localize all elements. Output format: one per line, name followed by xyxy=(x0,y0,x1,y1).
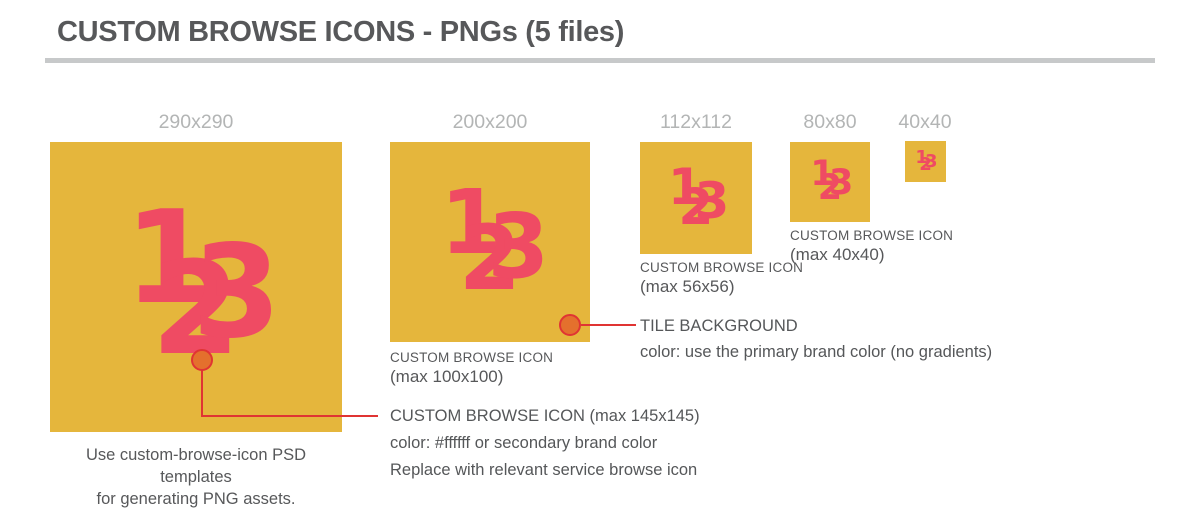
caption-line: CUSTOM BROWSE ICON xyxy=(640,260,804,275)
annotation-line: color: #ffffff or secondary brand color xyxy=(390,434,658,452)
icon-callout-marker xyxy=(191,349,213,371)
annotation-tile-background: TILE BACKGROUND color: use the primary b… xyxy=(640,313,992,365)
annotation-line: CUSTOM BROWSE ICON (max 145x145) xyxy=(390,407,700,425)
logo-digit-1: 1 xyxy=(124,183,214,333)
caption-tile-200: CUSTOM BROWSE ICON (max 100x100) xyxy=(390,350,553,386)
logo-digit-2: 2 xyxy=(817,167,843,208)
logo-123-icon: 1 2 3 xyxy=(810,156,853,205)
psd-template-note: Use custom-browse-icon PSD templates for… xyxy=(50,444,342,510)
caption-line: (max 40x40) xyxy=(790,245,885,264)
size-label-200: 200x200 xyxy=(452,111,528,133)
logo-digit-3: 3 xyxy=(192,218,282,368)
tile-290: 1 2 3 xyxy=(50,142,342,432)
logo-123-icon: 1 2 3 xyxy=(440,177,549,302)
logo-digit-3: 3 xyxy=(487,193,550,298)
size-label-40: 40x40 xyxy=(898,111,952,133)
logo-digit-3: 3 xyxy=(828,163,854,204)
logo-digit-3: 3 xyxy=(924,151,938,173)
caption-line: CUSTOM BROWSE ICON xyxy=(790,228,954,243)
logo-123-icon: 1 2 3 xyxy=(124,194,281,373)
caption-line: (max 100x100) xyxy=(390,367,504,386)
background-callout-line xyxy=(581,324,636,326)
footnote-line: Use custom-browse-icon PSD templates xyxy=(85,446,307,486)
caption-line: CUSTOM BROWSE ICON xyxy=(390,350,554,365)
caption-line: (max 56x56) xyxy=(640,277,735,296)
tile-80: 1 2 3 xyxy=(790,142,870,222)
tile-112: 1 2 3 xyxy=(640,142,752,254)
logo-digit-2: 2 xyxy=(458,205,521,310)
size-label-290: 290x290 xyxy=(158,111,234,133)
caption-tile-80: CUSTOM BROWSE ICON (max 40x40) xyxy=(790,228,953,264)
size-label-112: 112x112 xyxy=(660,111,732,133)
annotation-line: TILE BACKGROUND xyxy=(640,317,798,335)
logo-digit-2: 2 xyxy=(919,153,932,175)
logo-123-icon: 1 2 3 xyxy=(915,146,937,175)
annotation-custom-browse-icon: CUSTOM BROWSE ICON (max 145x145) color: … xyxy=(390,403,700,484)
logo-digit-2: 2 xyxy=(678,178,714,236)
tile-40: 1 2 3 xyxy=(905,141,946,182)
icon-callout-line-horizontal xyxy=(201,415,378,417)
logo-digit-1: 1 xyxy=(915,146,928,168)
logo-digit-1: 1 xyxy=(668,158,703,216)
annotation-line: Replace with relevant service browse ico… xyxy=(390,461,698,479)
caption-tile-112: CUSTOM BROWSE ICON (max 56x56) xyxy=(640,260,803,296)
size-label-80: 80x80 xyxy=(803,111,857,133)
icon-callout-line-vertical xyxy=(201,369,203,417)
title-divider xyxy=(45,58,1155,63)
annotation-line: color: use the primary brand color (no g… xyxy=(640,343,993,361)
footnote-line: for generating PNG assets. xyxy=(96,490,296,508)
logo-digit-3: 3 xyxy=(694,171,730,230)
logo-digit-1: 1 xyxy=(810,153,835,194)
tile-200: 1 2 3 xyxy=(390,142,590,342)
logo-123-icon: 1 2 3 xyxy=(668,162,729,232)
background-callout-marker xyxy=(559,314,581,336)
page-title: CUSTOM BROWSE ICONS - PNGs (5 files) xyxy=(57,16,625,48)
logo-digit-1: 1 xyxy=(440,169,503,274)
